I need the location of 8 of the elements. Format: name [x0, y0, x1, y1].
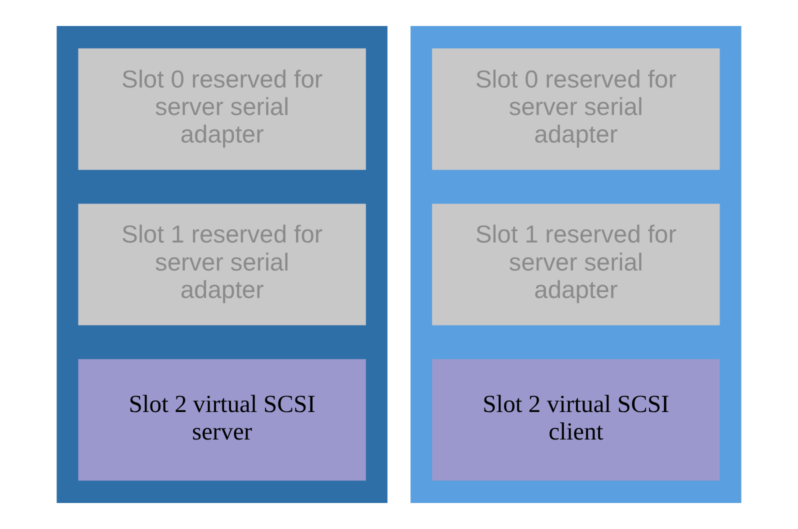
node-box: Slot 0 reserved for server serial adapter [432, 48, 720, 170]
cluster [410, 26, 742, 503]
node-box: Slot 2 virtual SCSI client [432, 359, 720, 481]
node-box: Slot 2 virtual SCSI server [78, 359, 366, 481]
node-box: Slot 1 reserved for server serial adapter [78, 204, 366, 326]
cluster [56, 26, 388, 503]
node-box: Slot 1 reserved for server serial adapter [432, 204, 720, 326]
node-box: Slot 0 reserved for server serial adapter [78, 48, 366, 170]
